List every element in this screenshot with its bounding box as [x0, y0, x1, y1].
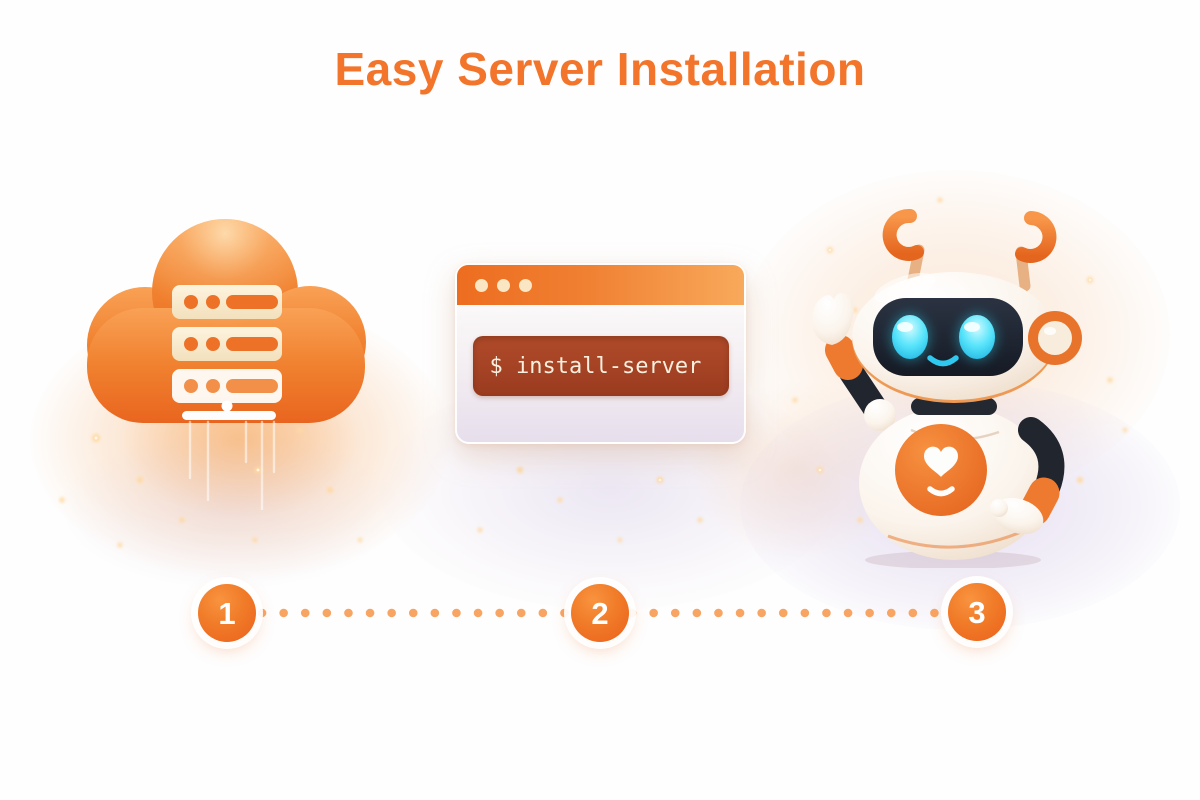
- install-command-text: $ install-server: [489, 353, 702, 379]
- window-control-dot: [519, 278, 532, 292]
- terminal-body: $ install-server: [457, 305, 744, 396]
- command-box: $ install-server: [472, 336, 729, 396]
- step-1-badge: 1: [198, 584, 256, 642]
- step-3-number: 3: [968, 594, 986, 630]
- page-title: Easy Server Installation: [334, 43, 866, 95]
- step-3-badge: 3: [948, 583, 1006, 641]
- terminal-window-icon: $ install-server: [455, 263, 746, 444]
- terminal-titlebar: [457, 265, 744, 305]
- step-2-number: 2: [591, 595, 609, 631]
- robot-mascot-icon: [812, 208, 1082, 568]
- step-2-badge: 2: [571, 584, 629, 642]
- window-control-dot: [497, 278, 510, 292]
- cloud-server-icon: [87, 219, 366, 510]
- step-1-number: 1: [218, 595, 236, 631]
- window-control-dot: [475, 278, 488, 292]
